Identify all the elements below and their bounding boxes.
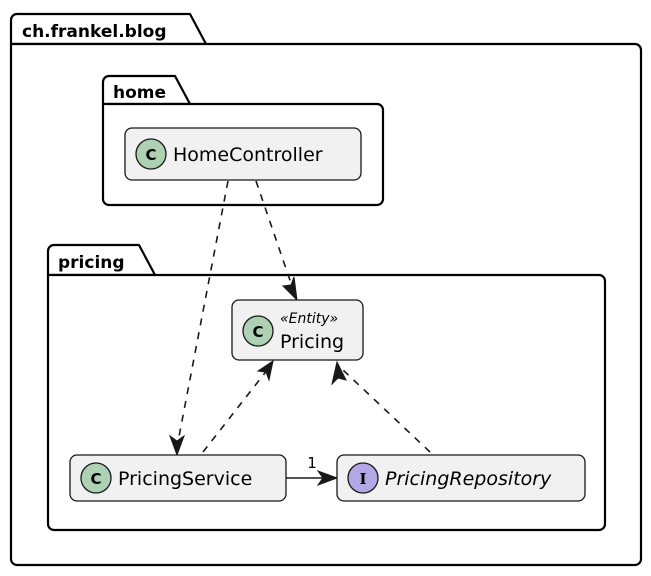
relation-home-to-pricing [255,180,298,302]
interface-pricing-repository[interactable]: I PricingRepository [336,454,586,502]
class-pricing-service[interactable]: C PricingService [69,454,287,502]
class-icon-letter: C [252,323,263,341]
class-name-pricing-repository: PricingRepository [385,468,552,490]
class-box-pricing-service [69,454,287,502]
class-circle-icon [135,138,167,170]
class-name-home-controller: HomeController [173,144,323,166]
class-box-pricing-repository [336,454,586,502]
class-name-pricing: Pricing [280,331,344,353]
relation-pricingrepository-to-pricing [331,360,431,453]
interface-circle-icon [347,462,379,494]
package-label-root: ch.frankel.blog [22,22,167,42]
class-circle-icon [242,315,274,347]
relation-pricingservice-to-pricing [202,359,274,453]
package-label-home: home [113,83,166,103]
relation-pricingservice-to-pricingrepository: 1 [286,454,339,487]
class-name-pricing-service: PricingService [118,468,252,490]
class-icon-letter: C [90,470,101,488]
class-box-home-controller [124,127,362,181]
package-label-pricing: pricing [58,253,125,273]
class-icon-letter: C [145,146,156,164]
multiplicity-label: 1 [307,454,317,472]
interface-icon-letter: I [359,470,366,488]
class-stereotype-pricing: «Entity» [280,311,338,327]
relation-home-to-pricingservice [168,180,229,457]
class-pricing[interactable]: C «Entity» Pricing [231,299,364,361]
class-circle-icon [80,462,112,494]
class-home-controller[interactable]: C HomeController [124,127,362,181]
